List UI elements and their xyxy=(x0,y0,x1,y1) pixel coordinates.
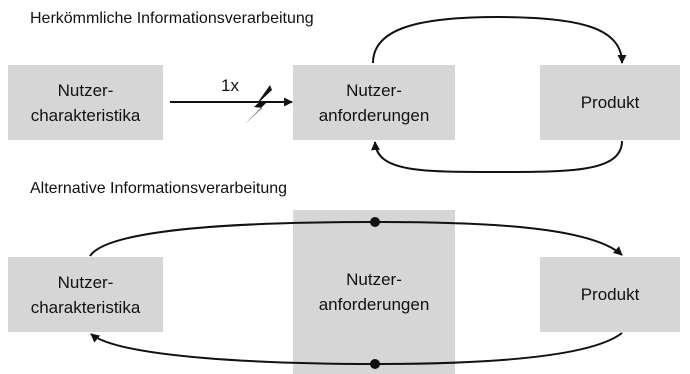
arrow-product-to-characteristics xyxy=(90,332,623,366)
box-label-line1: Produkt xyxy=(580,93,640,112)
alternative-box-user-requirements: Nutzer- anforderungen xyxy=(293,210,455,374)
top-connection-dot xyxy=(370,217,380,227)
box-label-line2: charakteristika xyxy=(30,297,141,317)
alternative-title: Alternative Informationsverarbeitung xyxy=(30,180,288,197)
traditional-box-user-characteristics: Nutzer- charakteristika xyxy=(8,65,163,140)
bottom-connection-dot xyxy=(370,359,380,369)
box-label-line2: charakteristika xyxy=(30,105,141,125)
arrow-characteristics-to-product xyxy=(89,220,623,257)
alternative-box-user-characteristics: Nutzer- charakteristika xyxy=(8,257,163,332)
traditional-box-user-requirements: Nutzer- anforderungen xyxy=(293,65,455,140)
arrow-requirements-to-product xyxy=(372,15,627,64)
traditional-box-product: Produkt xyxy=(540,65,680,140)
box-label-line1: Nutzer- xyxy=(346,80,402,100)
alternative-box-product: Produkt xyxy=(540,257,680,332)
box-label-line1: Nutzer- xyxy=(57,272,114,292)
box-label-line1: Nutzer- xyxy=(57,80,114,100)
box-label-line2: anforderungen xyxy=(318,105,430,125)
arrow-product-to-requirements xyxy=(371,140,623,173)
lightning-bolt-icon xyxy=(244,85,272,125)
box-label-line1: Nutzer- xyxy=(346,270,402,289)
traditional-title: Herkömmliche Informationsverarbeitung xyxy=(30,10,314,27)
arrow-label-once: 1x xyxy=(221,76,239,95)
box-label-line1: Produkt xyxy=(580,285,640,304)
box-label-line2: anforderungen xyxy=(318,295,430,314)
